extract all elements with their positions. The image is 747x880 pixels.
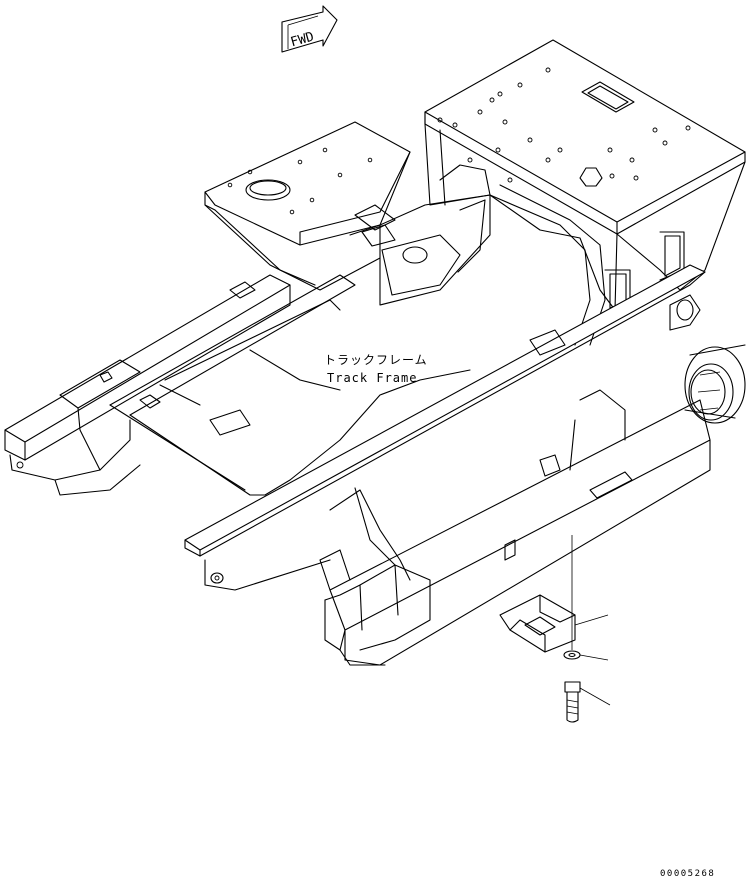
bracket-part	[499, 594, 576, 653]
left-side-frame	[4, 274, 291, 496]
label-japanese: トラックフレーム	[324, 353, 428, 367]
leader-lines	[571, 535, 611, 706]
bolt-part	[564, 681, 581, 723]
fwd-arrow: FWD	[281, 5, 338, 53]
front-deck-plate	[204, 121, 411, 291]
washer-part	[563, 650, 581, 660]
center-cross-member	[349, 194, 491, 306]
right-side-frame	[184, 264, 706, 591]
label-english: Track Frame	[327, 371, 417, 385]
deck-bolt-holes	[477, 67, 691, 181]
idler-ring	[684, 344, 746, 424]
track-frame-label: トラックフレーム Track Frame	[324, 353, 428, 385]
lower-track-frame	[319, 389, 711, 666]
fwd-arrow-label: FWD	[289, 29, 316, 50]
drawing-code: 00005268	[660, 869, 715, 879]
inner-cross-frame	[109, 274, 471, 496]
